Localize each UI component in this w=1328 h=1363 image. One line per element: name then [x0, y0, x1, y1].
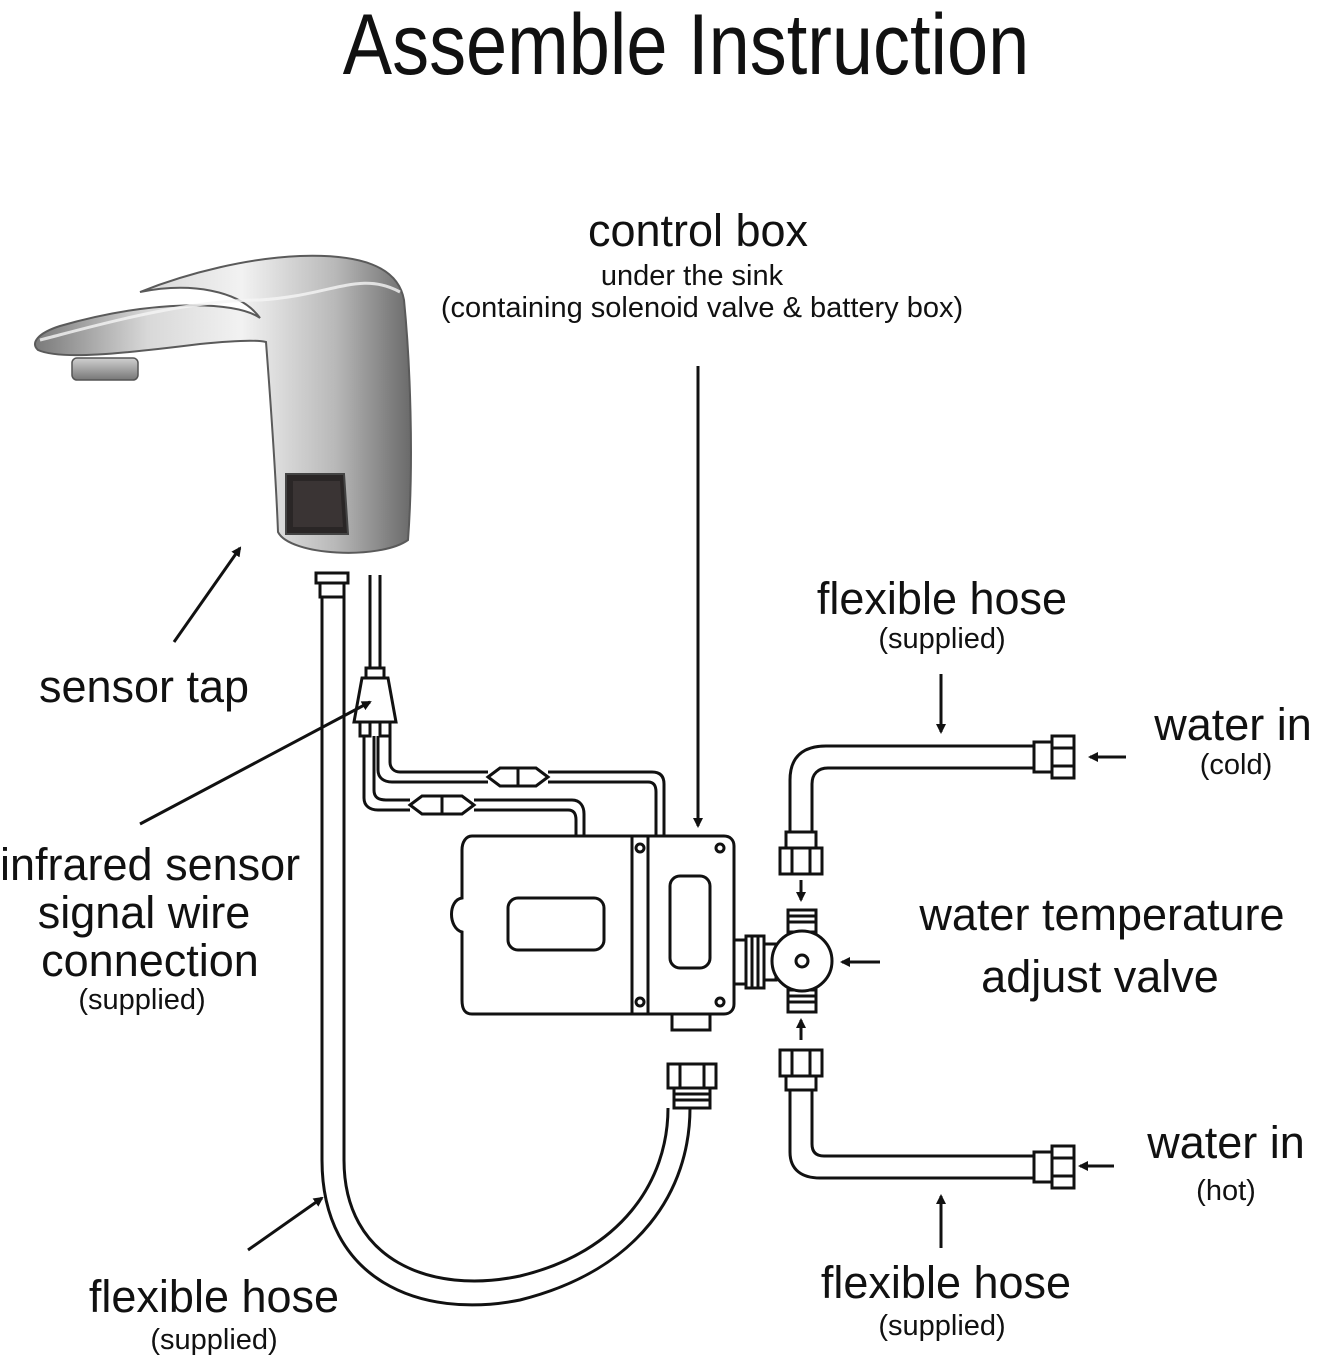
control-box-note-2: (containing solenoid valve & battery box… [440, 292, 964, 324]
water-in-cold-label: water in [1154, 699, 1312, 750]
control-box-drawing [450, 834, 766, 1032]
hose-bottom-right-label: flexible hose [820, 1257, 1072, 1308]
hose-bottom-left-label: flexible hose [88, 1271, 340, 1322]
valve-label-line-2: adjust valve [981, 951, 1219, 1002]
sensor-tap-image [33, 254, 412, 554]
cold-flexible-hose [778, 734, 1076, 876]
valve-label-line-1: water temperature [919, 889, 1285, 940]
arrow-infrared [139, 700, 372, 826]
hot-label: (hot) [1196, 1175, 1256, 1207]
signal-wires [362, 736, 666, 836]
hose-top-supplied: (supplied) [878, 623, 1006, 655]
infrared-label-line-1: infrared sensor [0, 839, 301, 890]
tap-hose-connector [314, 571, 382, 668]
control-box-label: control box [587, 205, 809, 256]
page-title: Assemble Instruction [342, 0, 1030, 93]
hot-flexible-hose [778, 1048, 1076, 1190]
water-in-hot-label: water in [1147, 1117, 1305, 1168]
arrow-hose-bottom-left [247, 1196, 324, 1252]
hose-bottom-right-supplied: (supplied) [878, 1310, 1006, 1342]
infrared-wire-connector [352, 666, 398, 738]
arrow-sensor-tap [172, 546, 242, 643]
infrared-label-line-2: signal wire [37, 887, 251, 938]
pointer-arrows [139, 366, 1126, 1252]
control-box-note-1: under the sink [600, 260, 784, 292]
temperature-valve-drawing [762, 908, 834, 1014]
sensor-tap-label: sensor tap [38, 661, 250, 712]
hose-bottom-left-supplied: (supplied) [150, 1324, 278, 1356]
infrared-supplied: (supplied) [78, 984, 206, 1016]
infrared-label-line-3: connection [41, 935, 259, 986]
outlet-hose-fitting [666, 1062, 718, 1110]
hose-top-label: flexible hose [816, 573, 1068, 624]
tap-flexible-hose [320, 598, 692, 1307]
cold-label: (cold) [1199, 749, 1273, 781]
